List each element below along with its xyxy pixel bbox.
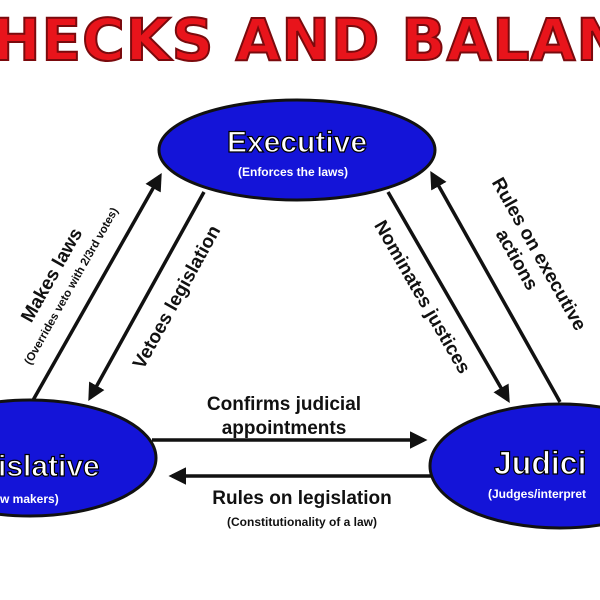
label-confirms-line1: Confirms judicial [207, 394, 361, 415]
node-legislative-desc: w makers) [0, 492, 59, 506]
label-vetoes-legislation: Vetoes legislation [129, 222, 225, 373]
label-rules-exec-group: Rules on executive actions [487, 174, 590, 334]
label-rules-on-legislation-note: (Constitutionality of a law) [227, 515, 377, 529]
arrow-makes-laws [30, 172, 162, 403]
node-executive-shape [157, 98, 437, 202]
label-nominates-group: Nominates justices [369, 217, 474, 377]
node-executive: Executive (Enforces the laws) [157, 98, 437, 202]
node-judicial-desc: (Judges/interpret [488, 487, 586, 501]
arrow-rules-on-executive [430, 170, 562, 403]
node-legislative: islative w makers) [0, 398, 158, 518]
arrow-nominates-justices [386, 191, 510, 404]
label-nominates-justices: Nominates justices [369, 217, 474, 377]
node-legislative-shape [0, 398, 158, 518]
node-judicial-shape [428, 402, 600, 530]
label-confirms-line2: appointments [222, 418, 347, 439]
node-judicial-title: Judici [494, 445, 586, 481]
arrow-vetoes-legislation [88, 191, 206, 402]
node-executive-title: Executive [227, 126, 367, 159]
label-vetoes-group: Vetoes legislation [129, 222, 225, 373]
node-legislative-title: islative [0, 450, 100, 483]
page-title: HECKS AND BALANCE [0, 6, 600, 74]
node-executive-desc: (Enforces the laws) [238, 165, 348, 179]
node-judicial: Judici (Judges/interpret [428, 402, 600, 530]
label-rules-on-legislation: Rules on legislation [212, 488, 391, 509]
arrows [30, 170, 562, 485]
